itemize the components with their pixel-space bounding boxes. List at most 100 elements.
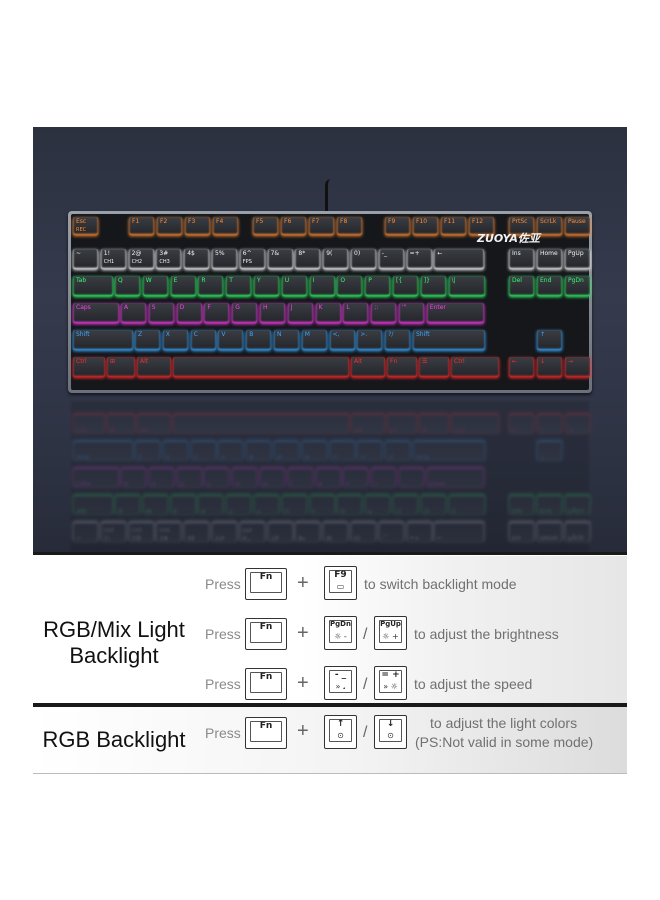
keyboard-key: G — [232, 303, 258, 323]
keyboard-key-reflection: P — [365, 495, 391, 515]
keyboard-key-reflection: Ctrl — [73, 414, 105, 434]
slash-sign: / — [363, 626, 368, 643]
keyboard-key: K — [315, 303, 341, 323]
keyboard-key-reflection: End — [537, 495, 562, 515]
keyboard-key-reflection: ~ — [73, 522, 98, 542]
keyboard-key-f12: F12 — [469, 217, 494, 235]
rgb-mix-title: RGB/Mix Light Backlight — [33, 617, 195, 669]
keyboard-key: E — [170, 276, 196, 296]
keyboard-key: V — [218, 330, 244, 350]
keyboard-key-reflection: Alt — [351, 414, 385, 434]
keyboard-key-pause: Pause — [565, 217, 590, 235]
usb-cable — [325, 179, 340, 213]
top-divider — [33, 552, 627, 555]
keyboard-key: ~ — [73, 249, 98, 269]
keyboard-key-reflection: F — [204, 468, 230, 488]
keyboard-key-reflection: ↑ — [537, 441, 562, 461]
keyboard-key: Alt — [351, 357, 385, 377]
keyboard-key-reflection: I — [309, 495, 335, 515]
keyboard-key: ⊞ — [107, 357, 135, 377]
keyboard-key: End — [537, 276, 562, 296]
keyboard-key-scrlk: ScrLk — [537, 217, 562, 235]
keyboard-key: J — [287, 303, 313, 323]
keyboard-key-reflection: W — [142, 495, 168, 515]
keyboard-key-f1: F1 — [129, 217, 154, 235]
keyboard-key-reflection: Y — [254, 495, 279, 515]
keyboard-key: B — [246, 330, 272, 350]
keyboard-key-reflection: ☰ — [419, 414, 449, 434]
keyboard-key: 1!CH1 — [100, 249, 126, 269]
keyboard-key-reflection: D — [176, 468, 202, 488]
keyboard-key-reflection: T — [226, 495, 252, 515]
keyboard-key-reflection: 7& — [267, 522, 293, 542]
keyboard-key-reflection: Home — [537, 522, 562, 542]
pgdn-key-icon: PgDn☼ - — [324, 616, 357, 650]
keyboard-key: F — [204, 303, 230, 323]
keyboard-key-reflection: 0) — [351, 522, 376, 542]
fn-key-icon: Fn — [245, 618, 287, 650]
keyboard-key: 4$ — [184, 249, 210, 269]
plus-sign: + — [297, 572, 309, 594]
keyboard-key-reflection: [{ — [393, 495, 418, 515]
keyboard-key-reflection: ↓ — [537, 414, 562, 434]
keyboard-key-reflection: S — [148, 468, 174, 488]
keyboard-key-reflection: B — [246, 441, 272, 461]
keyboard-key-reflection: ← — [509, 414, 534, 434]
keyboard-key: PgDn — [565, 276, 590, 296]
keyboard-key-reflection: Ctrl — [451, 414, 499, 434]
keyboard-key: ↑ — [537, 330, 562, 350]
keyboard-key: Z — [135, 330, 160, 350]
keyboard-key-reflection: Tab — [73, 495, 113, 515]
keyboard-key-reflection: Enter — [426, 468, 484, 488]
keyboard-key: Y — [254, 276, 279, 296]
keyboard-key: ]} — [420, 276, 446, 296]
up-arrow-key-icon: ↑⊙ — [324, 715, 357, 749]
equals-key-icon: = +» ☼ — [374, 666, 407, 700]
keyboard-key: 7& — [267, 249, 293, 269]
keyboard-key: R — [198, 276, 224, 296]
keyboard-key-reflection: G — [232, 468, 258, 488]
keyboard-key: ?/ — [385, 330, 411, 350]
keyboard-key-reflection: 3#CH3 — [156, 522, 182, 542]
keyboard-key-reflection: ← — [434, 522, 485, 542]
press-label: Press — [205, 676, 241, 692]
keyboard-key: -_ — [378, 249, 404, 269]
keyboard-key-reflection: V — [218, 441, 244, 461]
keyboard-key-reflection: 1!CH1 — [100, 522, 126, 542]
rgb-mix-title-line2: Backlight — [69, 643, 159, 668]
fn-key-icon: Fn — [245, 668, 287, 700]
keyboard-key: U — [281, 276, 307, 296]
keyboard-key: Ctrl — [451, 357, 499, 377]
keyboard-key: M — [301, 330, 327, 350]
keyboard-key-f3: F3 — [185, 217, 210, 235]
fn-key-icon: Fn — [245, 568, 287, 600]
press-label: Press — [205, 725, 241, 741]
minus-key-icon: - _» 𝅘 — [324, 666, 357, 700]
keyboard-reflection-keys: EscRECF1F2F3F4F5F6F7F8F9F10F11F12PrtScSc… — [71, 401, 590, 552]
press-label: Press — [205, 626, 241, 642]
keyboard-key: T — [226, 276, 252, 296]
keyboard-key: Del — [509, 276, 534, 296]
keyboard-key-reflection: U — [281, 495, 307, 515]
keyboard-key: Caps — [73, 303, 119, 323]
keyboard-key: 0) — [351, 249, 376, 269]
keyboard-key: Alt — [137, 357, 171, 377]
keyboard-key-f8: F8 — [337, 217, 362, 235]
press-label: Press — [205, 576, 241, 592]
keyboard-key: Shift — [73, 330, 133, 350]
keyboard-key-reflection: N — [274, 441, 299, 461]
keyboard-key-reflection: Z — [135, 441, 160, 461]
keyboard-key-reflection: E — [170, 495, 196, 515]
keyboard-key-reflection: 4$ — [184, 522, 210, 542]
keyboard-key-f9: F9 — [385, 217, 410, 235]
keyboard-key: I — [309, 276, 335, 296]
keyboard-key-reflection: Alt — [137, 414, 171, 434]
keyboard-key: >. — [357, 330, 383, 350]
keyboard-key: ↓ — [537, 357, 562, 377]
rgb-mix-title-line1: RGB/Mix Light — [43, 617, 185, 642]
light-colors-note: (PS:Not valid in some mode) — [415, 734, 594, 750]
keyboard-key-reflection: Caps — [73, 468, 119, 488]
keyboard-key-reflection: A — [121, 468, 146, 488]
keyboard-key: L — [343, 303, 369, 323]
